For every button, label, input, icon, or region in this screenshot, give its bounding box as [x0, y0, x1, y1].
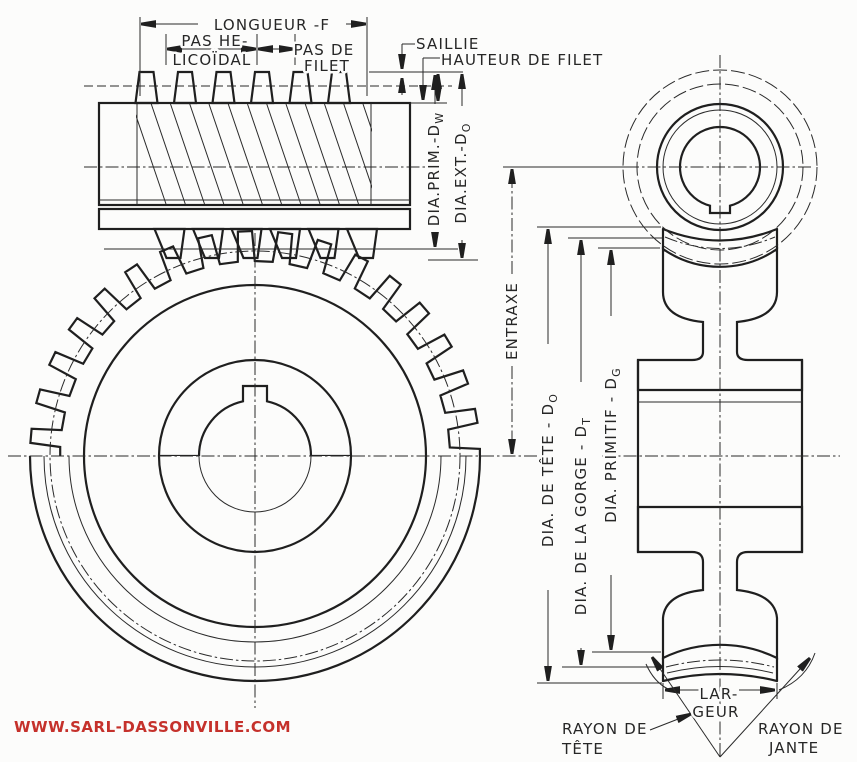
largeur-extensions: [662, 683, 778, 699]
worm-thread-tooth: [134, 70, 159, 105]
rayon-tete-leader: [649, 712, 692, 731]
helix-flank-line: [266, 103, 302, 205]
text-labels: LONGUEUR -F PAS HE- LICOÏDAL PAS DE FILE…: [12, 14, 845, 761]
gear-bore-circle: [198, 456, 312, 513]
worm-top-thread-teeth: [134, 70, 352, 105]
label-rayon-tete-1: RAYON DE: [562, 720, 648, 738]
label-pas-helicoidal-1: PAS HE-: [181, 32, 248, 50]
gear-section-lower: [636, 505, 804, 660]
dia-tete-extensions: [537, 226, 662, 684]
gear-side-section-view: [636, 227, 816, 691]
label-longueur: LONGUEUR -F: [214, 16, 330, 34]
worm-thread-tooth: [326, 70, 352, 105]
worm-bottom-thread-teeth: [152, 227, 379, 260]
worm-helix-flank-lines: [136, 103, 372, 205]
dia-primitif-extensions: [592, 247, 661, 653]
label-dia-ext-o: DIA.EXT.-DO: [452, 122, 473, 223]
label-dia-tete: DIA. DE TÊTE - DO: [538, 393, 560, 547]
worm-thread-tooth: [288, 70, 313, 105]
worm-thread-tooth: [172, 70, 198, 105]
worm-thread-tooth: [249, 70, 275, 105]
dia-gorge-extensions: [562, 237, 664, 668]
worm-thread-tooth-bottom: [345, 227, 379, 260]
gear-section-upper: [636, 246, 804, 392]
rayon-jante-radius-line: [719, 657, 812, 758]
label-pas-filet-2: FILET: [304, 57, 350, 75]
helix-flank-line: [343, 103, 372, 189]
rayon-tete-radius-line: [650, 656, 721, 758]
label-dia-prim-w: DIA.PRIM.-DW: [425, 112, 446, 227]
helix-flank-line: [136, 114, 167, 205]
label-pas-helicoidal-2: LICOÏDAL: [173, 50, 252, 69]
helix-flank-line: [324, 103, 359, 205]
worm-tip-circle-end: [622, 69, 818, 265]
helix-flank-line: [362, 103, 372, 133]
label-saillie: SAILLIE: [416, 35, 480, 53]
label-rayon-jante-1: RAYON DE: [758, 720, 844, 738]
helix-flank-line: [150, 103, 186, 205]
helix-flank-line: [189, 103, 225, 205]
worm-thread-tooth-bottom: [191, 227, 225, 260]
gear-hub-sectioned-keyway: [157, 358, 353, 456]
worm-shaft-bore-keyway: [678, 125, 762, 215]
label-dia-gorge: DIA. DE LA GORGE - DT: [572, 417, 593, 615]
label-rayon-tete-2: TÊTE: [561, 739, 604, 758]
worm-sectioned-strip: [97, 207, 412, 231]
longueur-extension-lines: [139, 17, 368, 96]
label-largeur-1: LAR-: [700, 685, 739, 703]
label-hauteur-filet: HAUTEUR DE FILET: [441, 51, 603, 69]
gear-upper-half-section: [29, 229, 481, 456]
helix-flank-line: [285, 103, 321, 205]
label-largeur-2: GEUR: [692, 703, 739, 721]
pitch-ticks: [165, 34, 296, 65]
watermark-url: WWW.SARL-DASSONVILLE.COM: [14, 718, 291, 736]
label-entraxe: ENTRAXE: [503, 282, 521, 360]
helix-flank-line: [208, 103, 244, 205]
center-lines: [8, 55, 840, 757]
worm-body: [97, 101, 412, 207]
label-rayon-jante-2: JANTE: [768, 739, 819, 757]
dimensions: [139, 17, 812, 758]
worm-front-view: [84, 70, 458, 260]
rim-top-pitch-arc: [664, 236, 776, 249]
worm-thread-tooth: [211, 70, 236, 105]
worm-thread-tooth-bottom: [268, 227, 302, 260]
gear-teeth-sectioned-ring: [29, 229, 481, 456]
helix-flank-line: [227, 103, 263, 205]
label-pas-filet-1: PAS DE: [294, 41, 355, 59]
worm-thread-tooth-bottom: [306, 227, 340, 260]
worm-thread-tooth-bottom: [152, 227, 186, 260]
helix-flank-line: [247, 103, 282, 205]
helix-flank-line: [170, 103, 205, 205]
worm-thread-tooth-bottom: [229, 227, 263, 260]
helix-flank-line: [304, 103, 340, 205]
label-dia-primitif: DIA. PRIMITIF - DG: [602, 367, 623, 523]
